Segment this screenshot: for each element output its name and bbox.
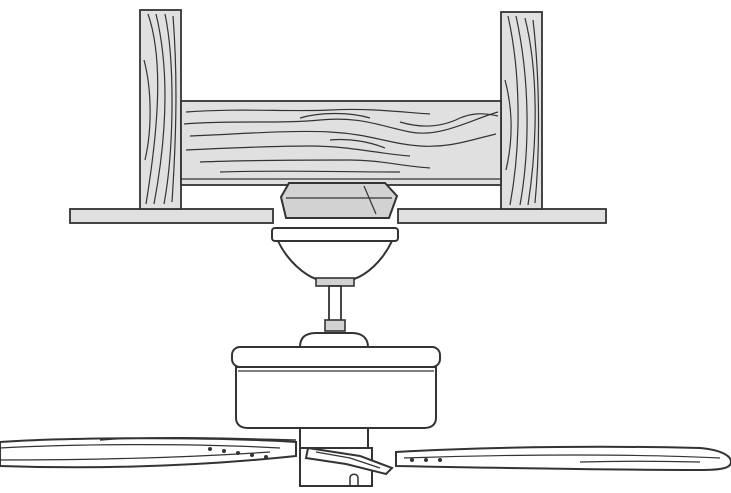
ceiling-box (279, 182, 399, 219)
right-joist (500, 11, 543, 210)
canopy (271, 227, 399, 287)
ceiling-panel-right (397, 208, 607, 224)
left-blade (0, 436, 297, 469)
left-joist (139, 9, 182, 210)
ceiling-panel-left (69, 208, 274, 224)
cross-brace (180, 100, 502, 186)
right-blade (395, 445, 731, 472)
downrod (324, 285, 346, 332)
blade-bracket (304, 446, 394, 476)
